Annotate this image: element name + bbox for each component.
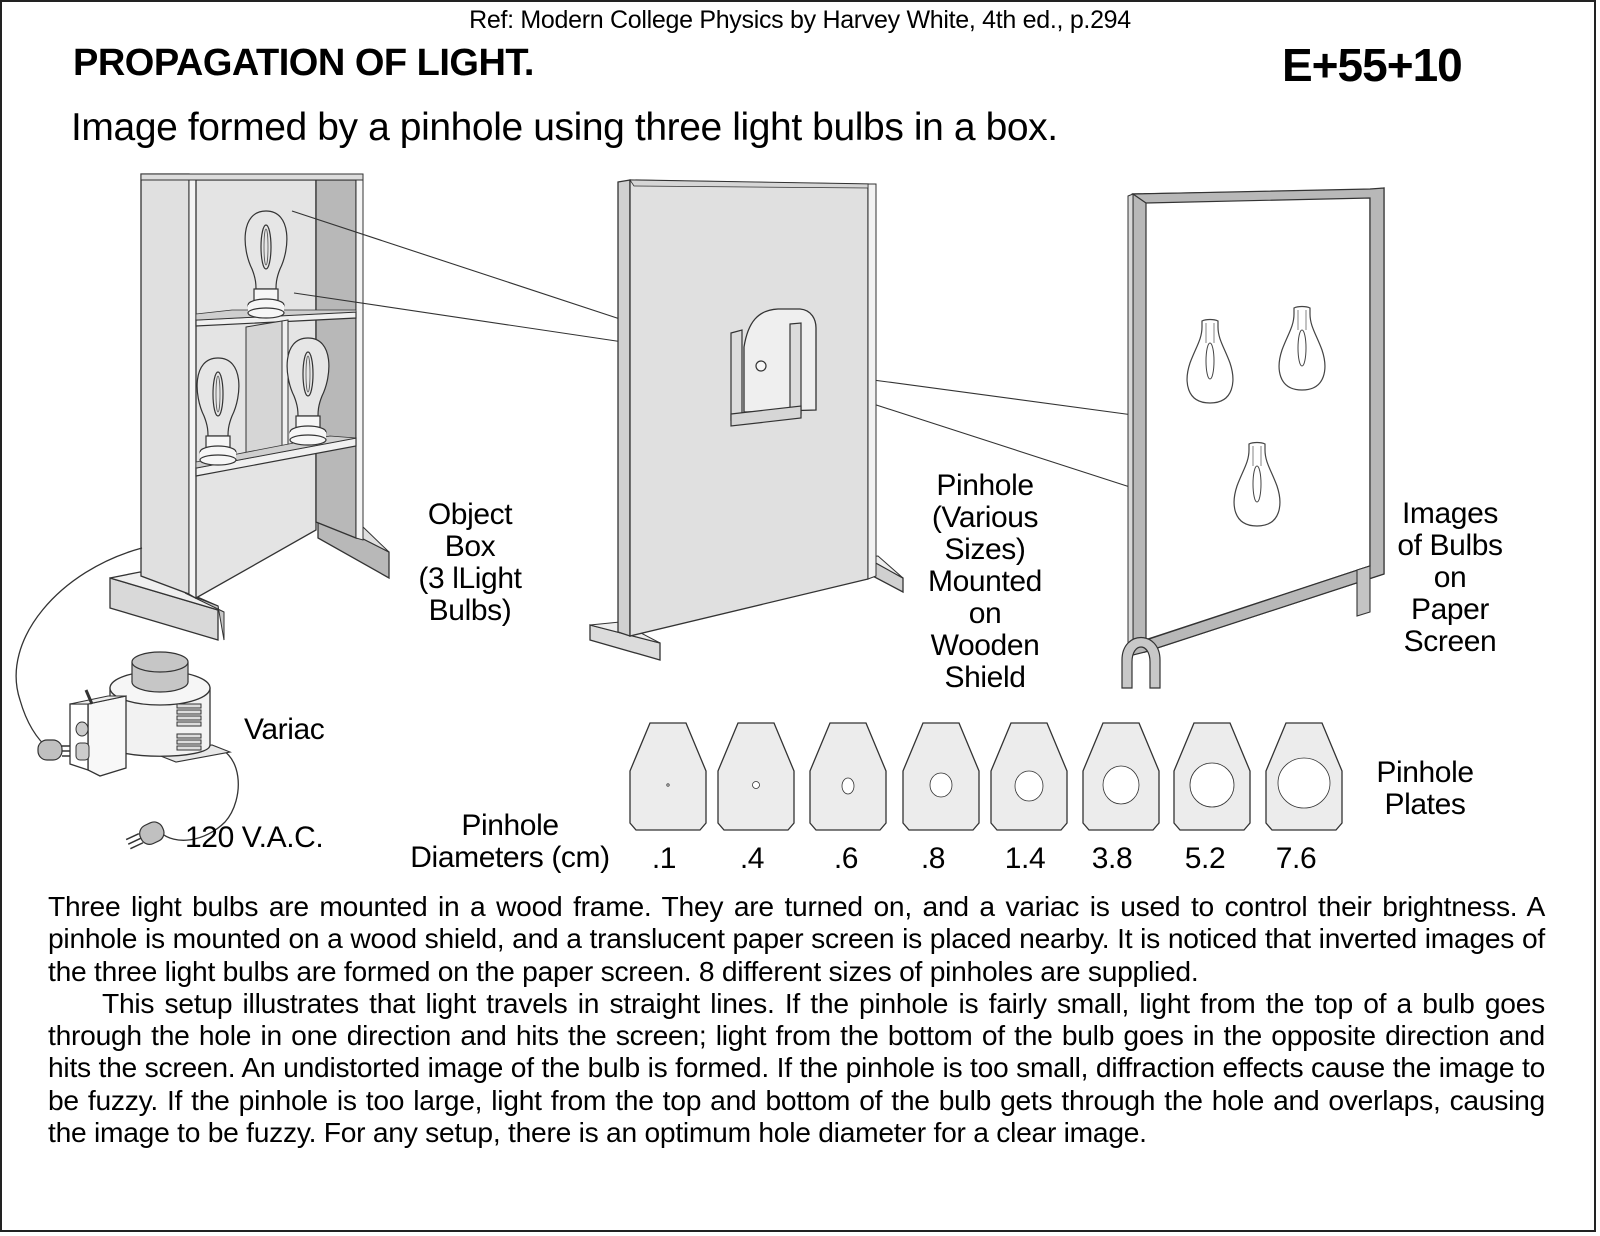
plug-left-icon — [37, 739, 76, 761]
pinhole-plate-3 — [809, 722, 887, 831]
diameter-value: 7.6 — [1275, 842, 1317, 875]
outlet-icon — [75, 742, 90, 761]
pinhole-plate-holder — [730, 308, 817, 427]
pinhole-diameters-label: Pinhole Diameters (cm) — [410, 809, 610, 874]
paper-screen-illustration — [1121, 187, 1385, 689]
voltage-label: 120 V.A.C. — [185, 821, 324, 854]
page-title: PROPAGATION OF LIGHT. — [73, 42, 534, 84]
diameter-value: .6 — [833, 842, 859, 875]
pinhole-plate-7 — [1173, 722, 1251, 831]
description-paragraph-1: Three light bulbs are mounted in a wood … — [48, 890, 1545, 987]
variac-label: Variac — [244, 713, 325, 746]
object-box-label: Object Box (3 lLight Bulbs) — [418, 498, 522, 627]
pinhole — [755, 360, 767, 372]
screen-stand-foot — [1121, 636, 1161, 689]
diameter-value: 3.8 — [1091, 842, 1133, 875]
object-box-illustration — [109, 173, 390, 641]
bulb-top — [244, 210, 288, 319]
demo-code: E+55+10 — [1282, 39, 1463, 91]
diameter-value: 1.4 — [1004, 842, 1046, 875]
description-text: Three light bulbs are mounted in a wood … — [48, 890, 1545, 1148]
pinhole-plate-1 — [629, 722, 707, 831]
description-paragraph-2: This setup illustrates that light travel… — [48, 986, 1545, 1149]
pinhole-plates-label: Pinhole Plates — [1376, 756, 1474, 821]
images-screen-label: Images of Bulbs on Paper Screen — [1397, 497, 1503, 658]
reference-citation: Ref: Modern College Physics by Harvey Wh… — [469, 6, 1131, 34]
pinhole-plate-6 — [1082, 722, 1160, 831]
pinhole-plate-8 — [1265, 722, 1343, 831]
pinhole-plate-5 — [990, 722, 1068, 831]
pinhole-plates-row — [629, 722, 1343, 831]
page-subtitle: Image formed by a pinhole using three li… — [71, 106, 1058, 149]
pinhole-plate-2 — [717, 722, 795, 831]
pinhole-plate-4 — [902, 722, 980, 831]
bulb-left — [196, 357, 240, 466]
diameter-value: .8 — [920, 842, 946, 875]
plug-wall-icon — [125, 821, 165, 850]
variac-illustration — [69, 651, 233, 777]
pinhole-shield-label: Pinhole (Various Sizes) Mounted on Woode… — [928, 469, 1042, 694]
bulb-right — [286, 337, 330, 446]
power-cords — [15, 547, 239, 841]
diameter-value: .4 — [739, 842, 765, 875]
wooden-shield-illustration — [589, 179, 904, 661]
diameter-value: 5.2 — [1184, 842, 1226, 875]
diameter-value: .1 — [651, 842, 677, 875]
